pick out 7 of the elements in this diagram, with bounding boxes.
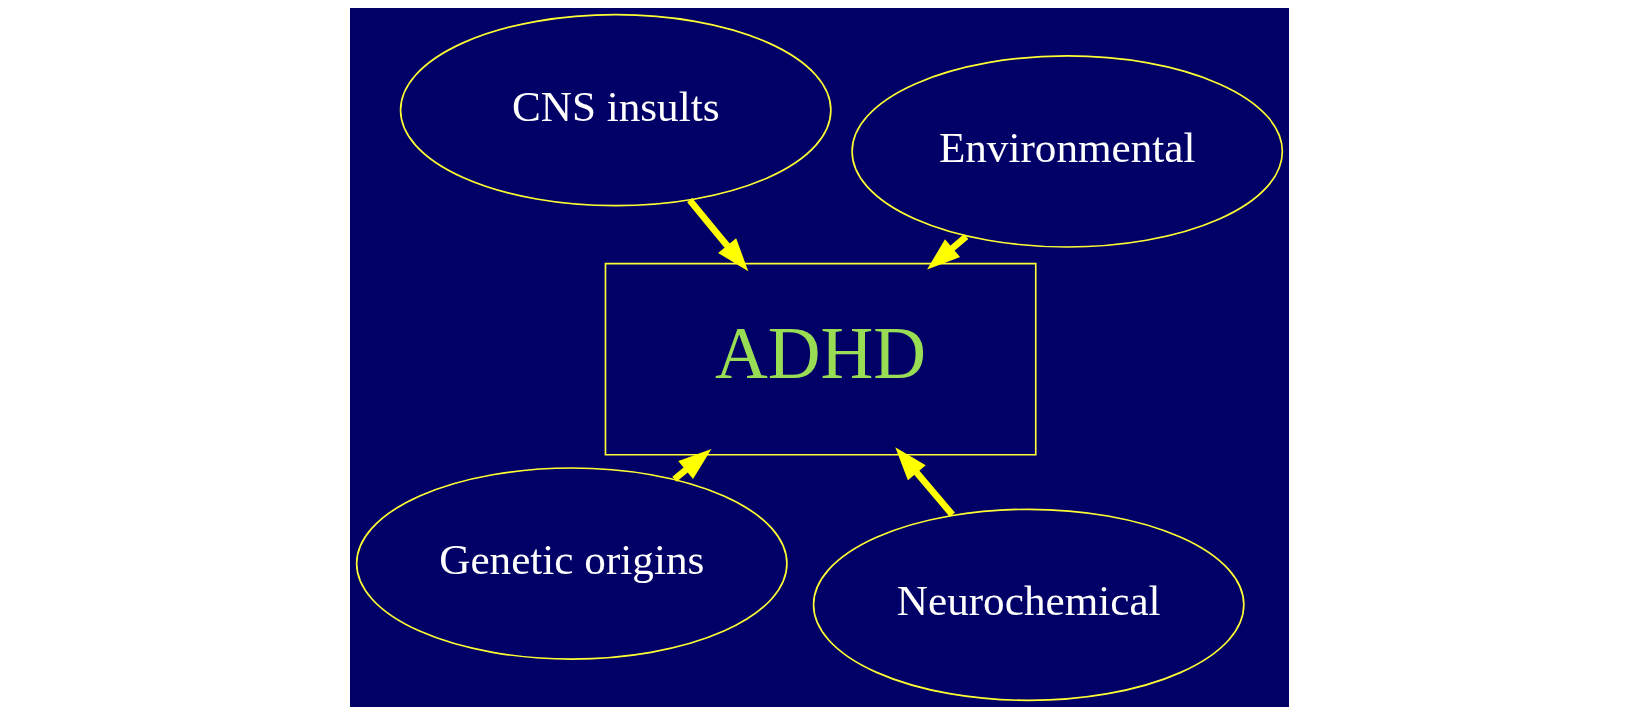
node-ellipse: Neurochemical (812, 508, 1245, 702)
node-box: ADHD (604, 262, 1037, 456)
arrow (895, 447, 955, 517)
node-ellipse: CNS insults (399, 13, 832, 207)
arrow (687, 197, 749, 272)
node-ellipse: Environmental (851, 55, 1284, 248)
arrow (927, 234, 969, 270)
